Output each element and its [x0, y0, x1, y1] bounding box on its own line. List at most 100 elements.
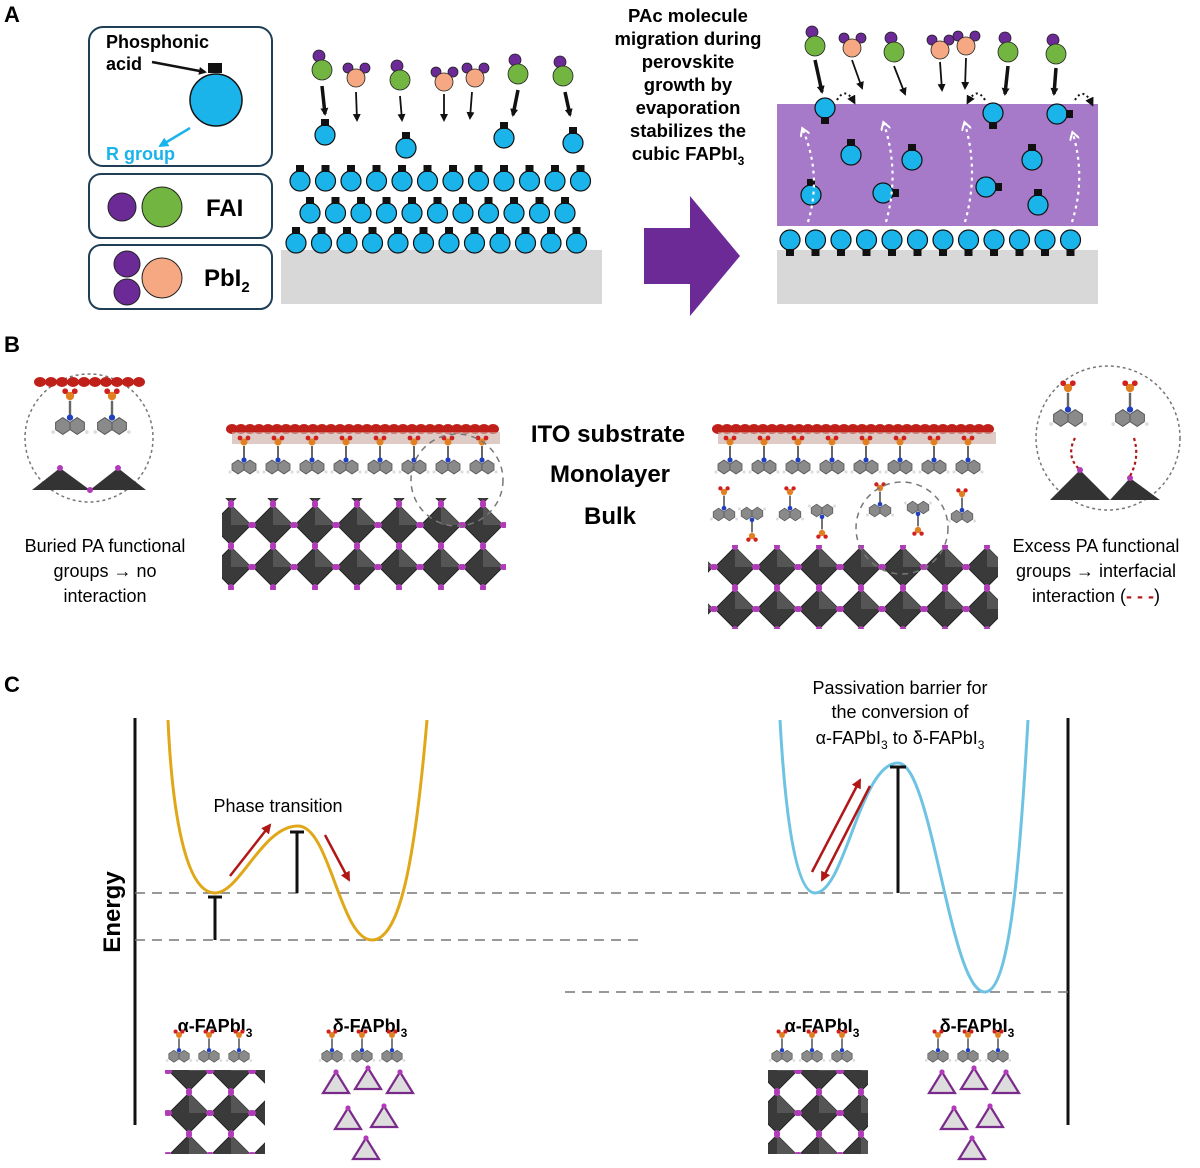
- pa-ligand: [984, 1029, 1012, 1063]
- incoming-arrow: [1001, 65, 1010, 96]
- phosphonic-head: [561, 197, 569, 204]
- pa-ligand: [432, 435, 464, 475]
- pa-molecule: [289, 170, 311, 192]
- phosphonic-head: [892, 189, 899, 197]
- delta-label-right: δ-FAPbI3: [940, 1016, 1015, 1040]
- pa-molecule: [975, 176, 997, 198]
- pa-ligand: [378, 1029, 406, 1063]
- ito-atom: [730, 424, 742, 434]
- ito-atom: [406, 424, 418, 434]
- fai-fa: [883, 41, 905, 63]
- phosphonic-head: [500, 165, 508, 172]
- alpha-label-left: α-FAPbI3: [178, 1016, 253, 1040]
- ito-atom: [856, 424, 868, 434]
- panel-b-label: B: [4, 332, 20, 357]
- pa-ligand: [195, 1029, 223, 1063]
- red-arrow-down-right: [820, 785, 872, 882]
- incoming-arrow: [510, 89, 520, 117]
- right-note-1: Excess PA functional: [1013, 536, 1180, 556]
- pa-molecule: [310, 232, 333, 254]
- pbi2-pb: [346, 68, 366, 88]
- pbi2-i: [359, 62, 371, 74]
- deposition-scene-right: [777, 25, 1098, 304]
- pa-molecule: [365, 170, 388, 192]
- fai-fa: [552, 65, 574, 87]
- pa-ligand: [850, 435, 882, 475]
- phosphonic-head: [908, 144, 916, 151]
- legend-phosphonic-acid: Phosphonic acid R group: [88, 26, 273, 167]
- ito-atom: [892, 424, 904, 434]
- phosphonic-head: [321, 119, 329, 126]
- pa-molecule: [528, 202, 551, 224]
- pa-ligand: [737, 506, 767, 542]
- phase-transition-label: Phase transition: [213, 796, 342, 816]
- incoming-arrow: [813, 59, 825, 94]
- phosphonic-head: [474, 165, 483, 172]
- legend-phosphonic-label: Phosphonic: [106, 32, 209, 52]
- pa-molecule: [830, 229, 852, 251]
- fai-fa: [389, 69, 411, 91]
- pbi2-i: [447, 66, 459, 78]
- ito-atom: [721, 424, 733, 434]
- ito-atom: [244, 424, 256, 434]
- phosphonic-head: [459, 197, 467, 204]
- delta-octahedron: [927, 1069, 957, 1095]
- phosphonic-head: [496, 227, 504, 234]
- pa-molecule: [932, 229, 954, 251]
- phosphonic-head: [368, 227, 377, 234]
- incoming-arrow: [563, 91, 573, 117]
- rebound-arrow: [1074, 93, 1094, 107]
- pbi2-i: [855, 32, 867, 44]
- pa-ligand: [798, 1029, 826, 1063]
- phosphonic-head: [1066, 110, 1073, 118]
- pa-ligand: [954, 1029, 982, 1063]
- ito-atom: [433, 424, 445, 434]
- pa-ligand: [348, 1029, 376, 1063]
- ito-atom: [388, 424, 400, 434]
- phosphonic-head: [398, 165, 406, 172]
- pa-molecule: [983, 229, 1005, 251]
- ito-atom: [379, 424, 391, 434]
- red-arrow-down-left: [323, 834, 351, 882]
- phosphonic-head: [394, 227, 402, 234]
- pa-ligand: [165, 1029, 193, 1063]
- pa-molecule: [336, 232, 358, 254]
- pa-molecule: [906, 229, 929, 251]
- migration-arrow: [884, 124, 894, 223]
- pa-molecule: [299, 202, 321, 224]
- energy-curve-untreated: [166, 719, 429, 942]
- incoming-arrow: [1050, 67, 1059, 96]
- phosphonic-head: [551, 165, 559, 172]
- ito-atom: [343, 424, 355, 434]
- legend-fai-label: FAI: [206, 195, 243, 222]
- energy-axis-label: Energy: [99, 871, 126, 953]
- pbi2-pb: [956, 36, 976, 56]
- phosphonic-head: [402, 132, 410, 139]
- pa-molecule: [544, 170, 566, 192]
- phosphonic-head: [807, 179, 815, 186]
- delta-octahedron: [321, 1069, 351, 1095]
- pa-molecule: [800, 184, 822, 206]
- fai-fa: [804, 35, 826, 57]
- pa-molecule: [901, 149, 923, 171]
- r-group-sphere: [189, 73, 243, 127]
- pa-ligand: [828, 1029, 856, 1063]
- phosphonic-head: [331, 197, 340, 204]
- perovskite-lattice-right: [708, 545, 998, 629]
- ito-atom: [442, 424, 454, 434]
- pa-molecule: [1027, 194, 1049, 216]
- ito-atom: [928, 424, 940, 434]
- legend-r-group-label: R group: [106, 144, 175, 164]
- pa-molecule: [426, 202, 449, 224]
- ito-atom: [316, 424, 328, 434]
- ito-atom: [820, 424, 832, 434]
- perovskite-lattice-left: [222, 498, 506, 590]
- pa-ligand: [952, 435, 984, 475]
- pa-ligand: [782, 435, 814, 475]
- pa-ligand: [318, 1029, 346, 1063]
- ito-atom: [253, 424, 265, 434]
- fai-fa: [507, 63, 529, 85]
- phosphonic-head: [423, 165, 432, 172]
- incoming-arrow: [320, 85, 329, 116]
